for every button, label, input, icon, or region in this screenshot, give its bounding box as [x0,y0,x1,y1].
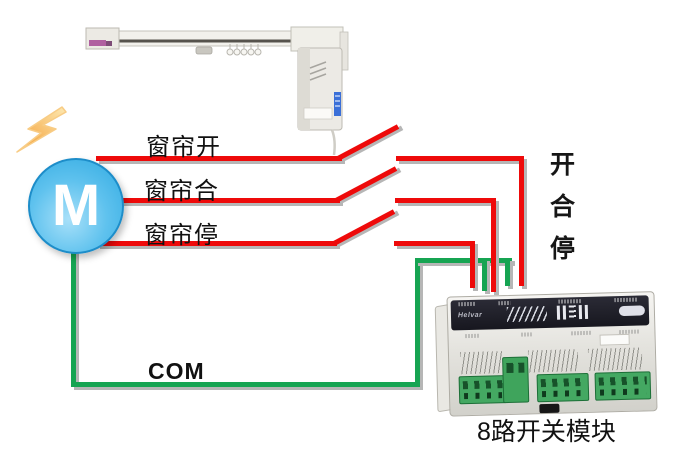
label-com: COM [148,358,205,384]
terminal-markings [521,332,532,337]
wire-segment [97,241,337,246]
wire-segment [96,156,342,161]
wire-segment [395,198,495,203]
terminal-markings [498,300,511,306]
module-label-band: Helvar [450,295,650,331]
module-caption: 8路开关模块 [477,418,616,446]
switch-blade-icon [334,166,398,203]
wire-segment [482,258,487,291]
wire-segment [71,382,420,387]
wire-segment [394,241,475,246]
module-badge [618,305,646,317]
wire-segment [505,258,510,286]
motor-letter: M [51,173,101,238]
vent-grille [527,349,579,373]
wire-segment [415,258,420,387]
terminal-block [458,375,508,405]
side-caption: 开 合 停 [550,153,575,262]
module-sticker [599,333,630,346]
label-curtain-open: 窗帘开 [146,134,221,161]
terminal-markings [458,301,475,307]
module-brand-logo: Helvar [457,311,483,320]
vent-slashes-icon [506,305,548,323]
wire-segment [396,156,524,161]
side-caption-open: 开 [550,151,576,179]
wire-segment [415,258,512,263]
relay-module-image: Helvar [434,289,658,419]
side-caption-close: 合 [550,193,576,221]
vent-grille [459,351,505,375]
label-curtain-close: 窗帘合 [144,178,219,205]
wire-segment [96,198,340,203]
switch-blade-icon [332,209,396,246]
terminal-block [594,371,652,401]
wire-segment [470,241,475,288]
wire-segment [491,198,496,292]
control-connector [502,356,530,404]
side-caption-stop: 停 [550,235,576,263]
indicator-leds [556,304,589,321]
vent-grille [587,347,643,371]
label-curtain-stop: 窗帘停 [144,222,219,249]
terminal-block [536,372,590,403]
terminal-markings [558,299,581,304]
curtain-track-image [85,26,349,156]
terminal-markings [465,333,480,339]
lightning-icon [16,106,67,153]
wire-segment [71,246,76,387]
terminal-markings [614,297,637,303]
motor-symbol: M [28,158,124,254]
terminal-markings [571,330,592,336]
wire-segment [519,156,524,286]
